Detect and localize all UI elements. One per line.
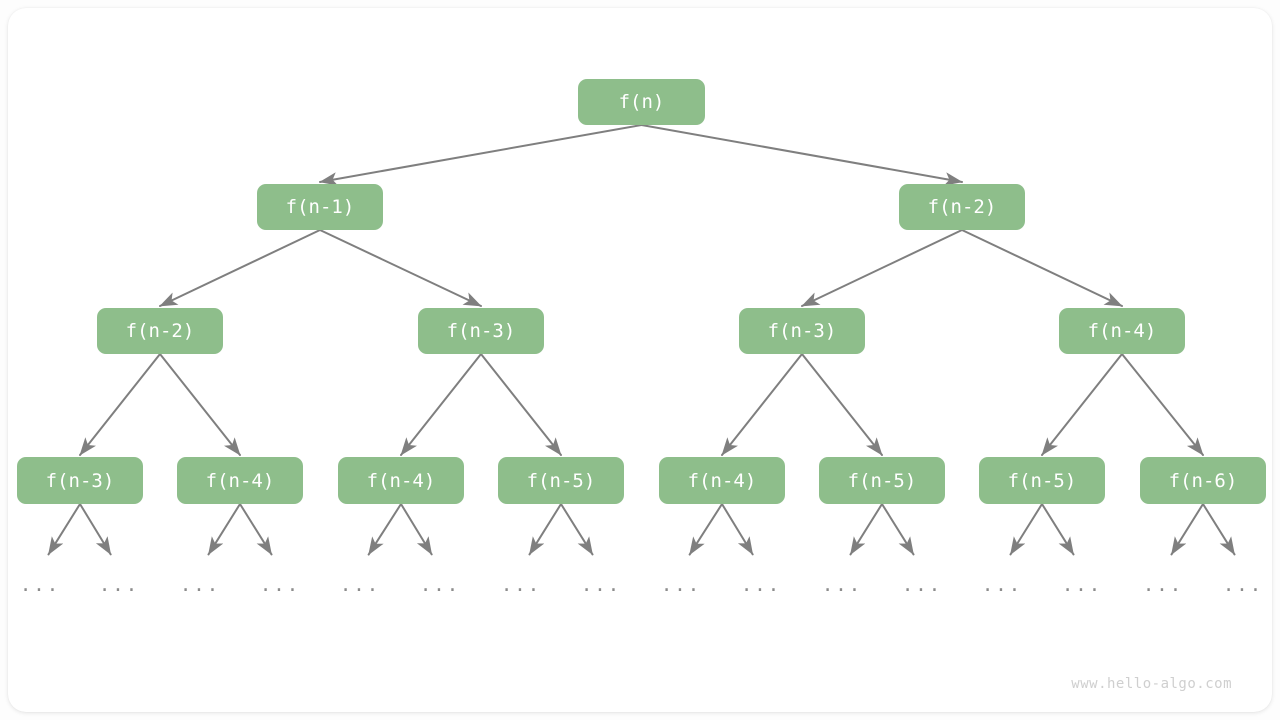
- tree-node-l0-0: f(n): [578, 79, 705, 125]
- tree-node-l3-4: f(n-4): [659, 457, 785, 504]
- tree-ellipsis-6: ...: [500, 574, 542, 596]
- tree-ellipsis-12: ...: [981, 574, 1023, 596]
- tree-ellipsis-1: ...: [98, 574, 140, 596]
- tree-node-l3-0: f(n-3): [17, 457, 143, 504]
- tree-ellipsis-13: ...: [1061, 574, 1103, 596]
- tree-ellipsis-9: ...: [740, 574, 782, 596]
- tree-node-l2-1: f(n-3): [418, 308, 544, 354]
- tree-ellipsis-15: ...: [1222, 574, 1264, 596]
- tree-node-l3-6: f(n-5): [979, 457, 1105, 504]
- tree-node-l3-2: f(n-4): [338, 457, 464, 504]
- tree-node-l1-1: f(n-2): [899, 184, 1025, 230]
- tree-node-l2-2: f(n-3): [739, 308, 865, 354]
- tree-node-l3-1: f(n-4): [177, 457, 303, 504]
- tree-ellipsis-14: ...: [1142, 574, 1184, 596]
- tree-ellipsis-3: ...: [259, 574, 301, 596]
- tree-node-l2-0: f(n-2): [97, 308, 223, 354]
- tree-node-l2-3: f(n-4): [1059, 308, 1185, 354]
- tree-ellipsis-2: ...: [179, 574, 221, 596]
- tree-ellipsis-5: ...: [419, 574, 461, 596]
- tree-node-l3-7: f(n-6): [1140, 457, 1266, 504]
- tree-ellipsis-11: ...: [901, 574, 943, 596]
- tree-node-l1-0: f(n-1): [257, 184, 383, 230]
- tree-node-l3-5: f(n-5): [819, 457, 945, 504]
- tree-ellipsis-10: ...: [821, 574, 863, 596]
- tree-ellipsis-7: ...: [580, 574, 622, 596]
- tree-ellipsis-8: ...: [660, 574, 702, 596]
- tree-ellipsis-0: ...: [19, 574, 61, 596]
- tree-ellipsis-4: ...: [339, 574, 381, 596]
- tree-node-l3-3: f(n-5): [498, 457, 624, 504]
- watermark: www.hello-algo.com: [1071, 676, 1232, 692]
